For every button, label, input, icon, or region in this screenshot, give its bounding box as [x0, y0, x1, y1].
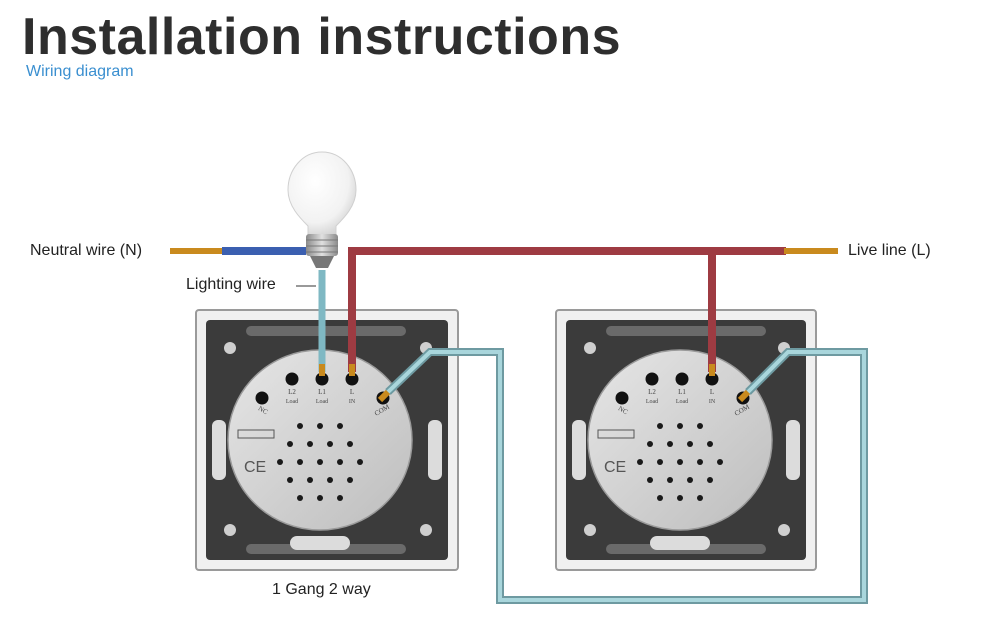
neutral-wire-label: Neutral wire (N)	[30, 242, 143, 259]
switch-left: CE	[195, 309, 459, 571]
light-bulb-icon	[287, 151, 357, 268]
terminal-sublabel-l-1: IN	[349, 399, 356, 405]
switch-right: CE	[555, 309, 817, 571]
wires	[170, 247, 868, 604]
terminal-label-l1-1: L1	[318, 388, 326, 396]
switch-left-ce-mark: CE	[244, 459, 266, 476]
traveler-wire-highlight	[386, 350, 866, 602]
terminal-sublabel-l1-1: Load	[316, 399, 328, 405]
terminal-label-l2-2: L2	[648, 388, 656, 396]
page-subtitle: Wiring diagram	[26, 63, 134, 80]
switch-right-terminals	[615, 372, 750, 405]
live-wire	[348, 247, 786, 372]
switch-type-label: 1 Gang 2 way	[272, 581, 371, 598]
live-line-label: Live line (L)	[848, 242, 931, 259]
switch-right-vents	[637, 423, 723, 501]
terminal-sublabel-l2-2: Load	[646, 399, 658, 405]
lighting-wire-label: Lighting wire	[186, 276, 276, 293]
terminal-label-l2-1: L2	[288, 388, 296, 396]
page-title: Installation instructions	[22, 8, 621, 66]
switch-right-module	[587, 349, 773, 531]
terminal-label-l1-2: L1	[678, 388, 686, 396]
terminal-sublabel-l-2: IN	[709, 399, 716, 405]
terminal-label-l-1: L	[350, 388, 354, 396]
terminal-label-l-2: L	[710, 388, 714, 396]
switch-right-ce-mark: CE	[604, 459, 626, 476]
terminal-sublabel-l1-2: Load	[676, 399, 688, 405]
switch-left-vents	[277, 423, 363, 501]
terminal-label-nc-1: NC	[257, 404, 270, 416]
terminal-sublabel-l2-1: Load	[286, 399, 298, 405]
terminal-label-nc-2: NC	[617, 404, 630, 416]
